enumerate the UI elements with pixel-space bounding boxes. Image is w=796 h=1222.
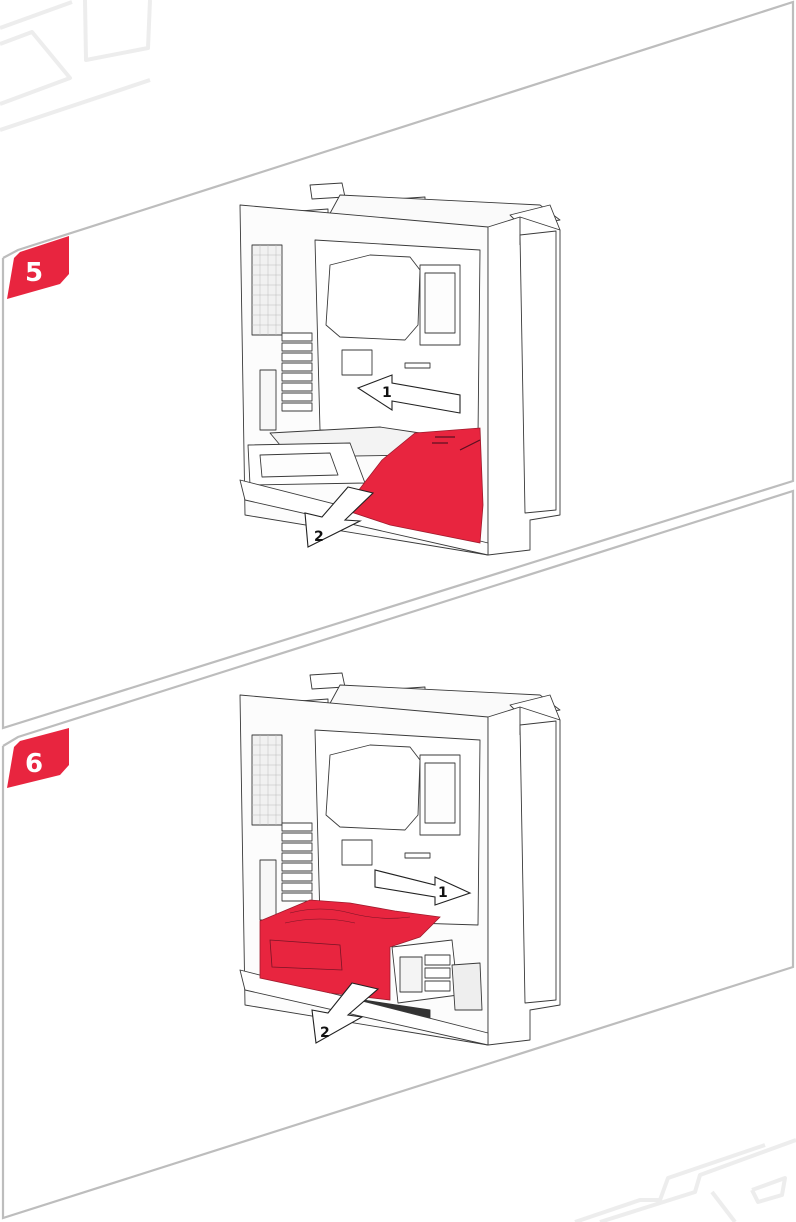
step-5-number: 5 [25,258,43,288]
highlighted-shroud-part [259,899,441,1001]
step-6-illustration: 1 2 [239,672,561,1046]
step-5: 5 [7,236,69,299]
arrow-1-label: 1 [382,385,392,401]
step-5-badge: 5 [7,236,69,299]
highlighted-shroud-part [344,427,484,544]
step-5-panel-border [1,0,795,730]
arrow-1 [374,869,472,906]
step-5-illustration: 1 2 [239,182,561,556]
arrow-1 [356,374,461,414]
arrow-2 [311,982,380,1044]
arrow-2-label: 2 [320,1025,330,1041]
arrow-2 [304,486,375,548]
arrow-2-label: 2 [314,529,324,545]
arrow-1-label: 1 [438,885,448,901]
